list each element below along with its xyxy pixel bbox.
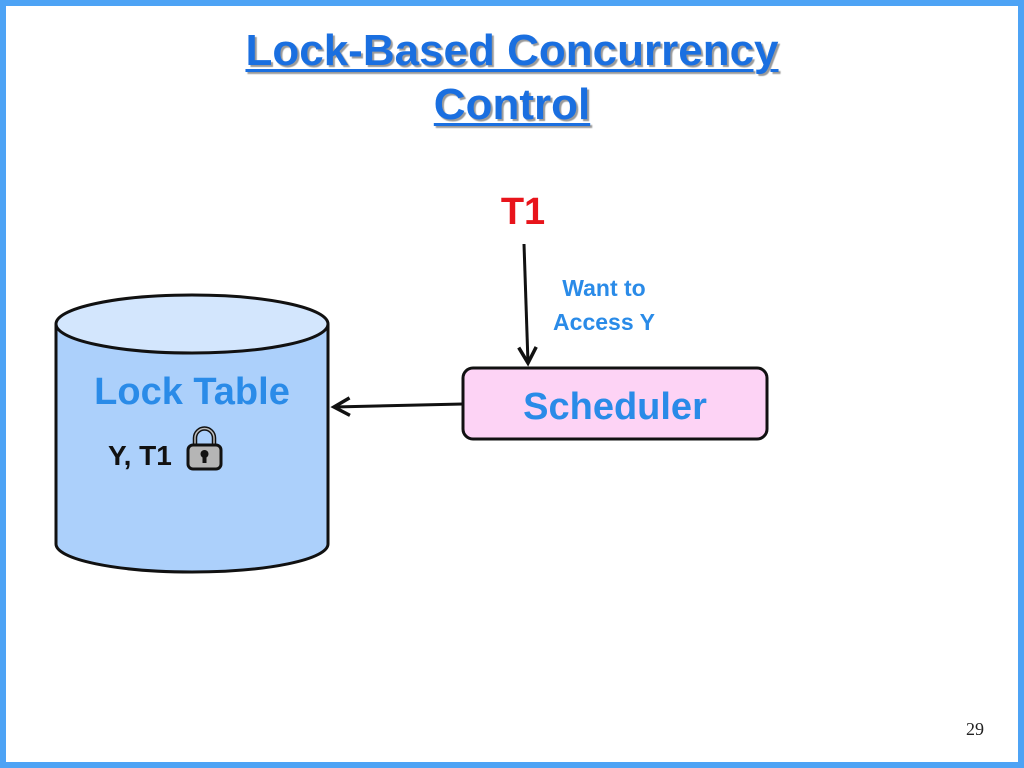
padlock-icon bbox=[186, 426, 223, 471]
page-number: 29 bbox=[966, 719, 984, 739]
request-text-line-2: Access Y bbox=[553, 309, 655, 335]
arrow-t1-to-scheduler bbox=[524, 243, 528, 363]
lock-table-cylinder: Lock Table Y, T1 bbox=[54, 293, 330, 574]
scheduler-label: Scheduler bbox=[523, 386, 707, 428]
title-line-1: Lock-Based Concurrency bbox=[245, 26, 779, 75]
arrow-scheduler-to-lock-table bbox=[334, 404, 464, 407]
request-text-line-1: Want to bbox=[562, 275, 645, 301]
scheduler-box: Scheduler bbox=[461, 366, 769, 441]
title-line-2: Control bbox=[433, 80, 591, 129]
lock-table-label: Lock Table bbox=[94, 371, 290, 413]
slide-title: Lock-Based Concurrency Control bbox=[6, 24, 1018, 132]
lock-entry-text: Y, T1 bbox=[108, 440, 172, 471]
transaction-label: T1 bbox=[501, 191, 545, 233]
cylinder-top bbox=[54, 293, 330, 355]
lock-diagram: Lock Table Y, T1 Scheduler T1 Want to Ac… bbox=[54, 191, 769, 574]
scheduler-rect bbox=[461, 366, 769, 441]
